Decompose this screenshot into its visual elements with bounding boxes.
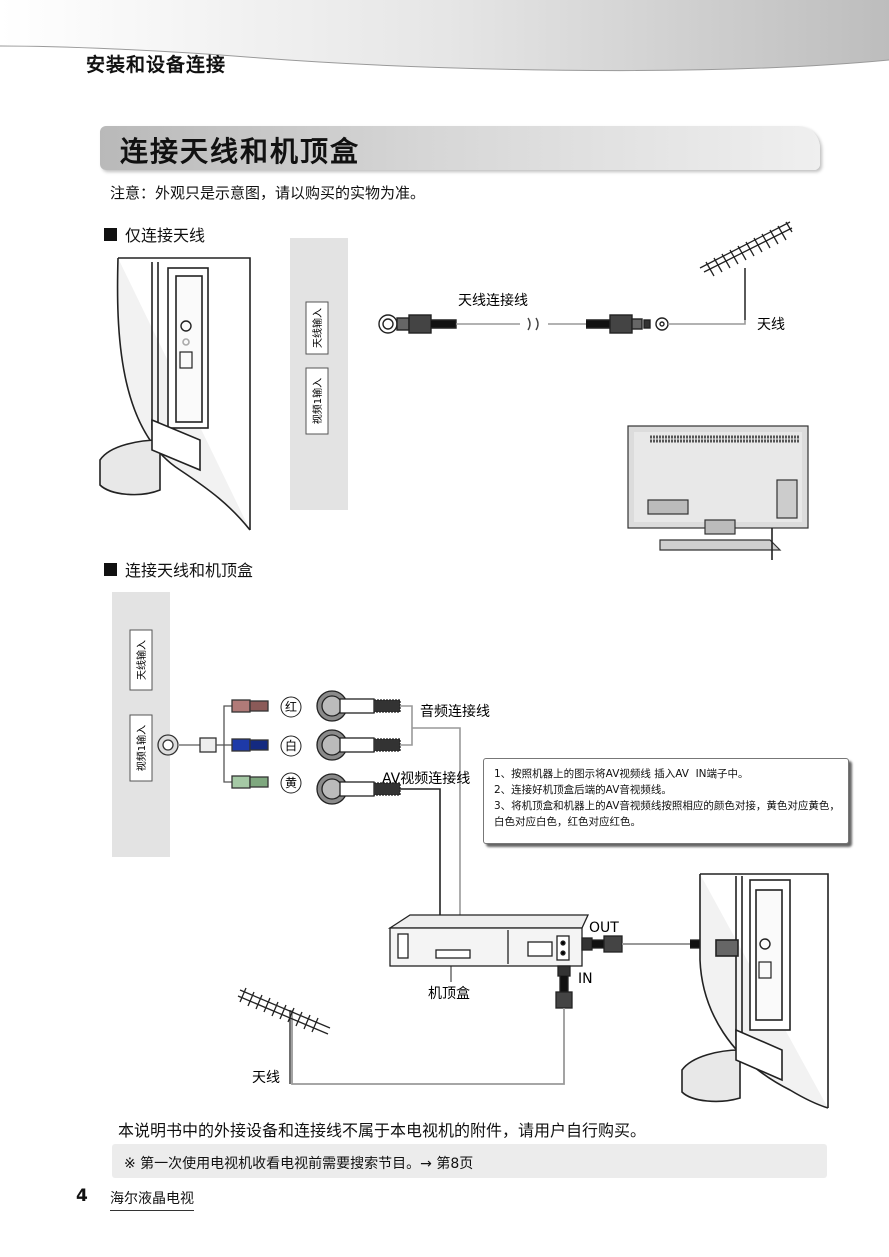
tv-side-view-illustration: [681, 873, 829, 1109]
channel-search-hint: ※ 第一次使用电视机收看电视前需要搜索节目。→ 第8页: [124, 1156, 474, 1172]
section1-heading-text: 仅连接天线: [125, 226, 206, 245]
av-splitter-cable: [157, 699, 269, 789]
header-band: [0, 0, 889, 72]
panel-label-antenna-input: 天线输入: [311, 308, 324, 348]
video-cable-line: [400, 788, 441, 915]
bullet-square-icon: [104, 227, 117, 241]
instruction-step-3: 3、将机顶盒和机器上的AV音视频线按照相应的颜色对接，黄色对应黄色，白色对应白色…: [494, 800, 840, 828]
audio-cable-label: 音频连接线: [420, 703, 490, 720]
antenna-input-port-label-box: [129, 629, 153, 691]
rca-plugs: [316, 690, 401, 805]
accessory-footnote: 本说明书中的外接设备和连接线不属于本电视机的附件，请用户自行购买。: [118, 1121, 647, 1140]
red-marker-label: 红: [285, 699, 297, 714]
stb-label: 机顶盒: [428, 985, 470, 1002]
bullet-square-icon: [104, 562, 117, 576]
in-label: IN: [578, 971, 593, 987]
antenna-label-top: 天线: [757, 317, 785, 333]
footer-brand: 海尔液晶电视: [110, 1188, 194, 1211]
page-title: 连接天线和机顶盒: [120, 135, 361, 168]
tv-back-view-illustration: [627, 425, 809, 551]
panel-label-antenna-input: 天线输入: [135, 640, 148, 680]
instruction-step-1: 1、按照机器上的图示将AV视频线 插入AV IN端子中。: [494, 768, 749, 780]
instruction-step-2: 2、连接好机顶盒后端的AV音视频线。: [494, 784, 672, 796]
in-cable: [291, 965, 573, 1085]
antenna-icon: [237, 987, 331, 1084]
antenna-cable-illustration: [378, 268, 746, 334]
appearance-note: 注意：外观只是示意图，请以购买的实物为准。: [110, 184, 426, 202]
section2-heading: 连接天线和机顶盒: [104, 557, 253, 581]
set-top-box-illustration: [387, 914, 590, 967]
antenna-only-diagram: 天线输入 视频1输入 天线连接线 天线: [99, 221, 809, 560]
color-markers: 红 白 黄: [280, 696, 302, 794]
instruction-box: 1、按照机器上的图示将AV视频线 插入AV IN端子中。 2、连接好机顶盒后端的…: [483, 758, 849, 844]
yellow-marker-label: 黄: [285, 776, 297, 790]
antenna-stb-diagram: 天线输入 视频1输入 红 白 黄 音频连接线 AV视频连接线: [112, 592, 829, 1109]
section2-heading-text: 连接天线和机顶盒: [125, 561, 254, 580]
out-label: OUT: [589, 920, 619, 936]
section-header: 安装和设备连接: [86, 54, 227, 76]
antenna-icon: [699, 221, 793, 320]
antenna-input-port-label-box: [305, 301, 329, 355]
audio-cable-line: [400, 705, 461, 915]
video-cable-label: AV视频连接线: [382, 770, 470, 787]
video1-input-port-label-box: [129, 714, 153, 782]
title-bar: [100, 126, 820, 170]
page-number: 4: [76, 1186, 88, 1206]
white-marker-label: 白: [285, 738, 297, 753]
antenna-cable-label: 天线连接线: [458, 292, 528, 309]
video1-input-port-label-box: [305, 367, 329, 435]
panel-label-video1-input: 视频1输入: [135, 725, 148, 771]
panel-label-video1-input: 视频1输入: [311, 378, 324, 424]
hint-bar: [112, 1144, 827, 1178]
section1-heading: 仅连接天线: [104, 222, 205, 246]
tv-side-view-illustration: [99, 257, 251, 531]
antenna-label-bottom: 天线: [252, 1070, 280, 1086]
